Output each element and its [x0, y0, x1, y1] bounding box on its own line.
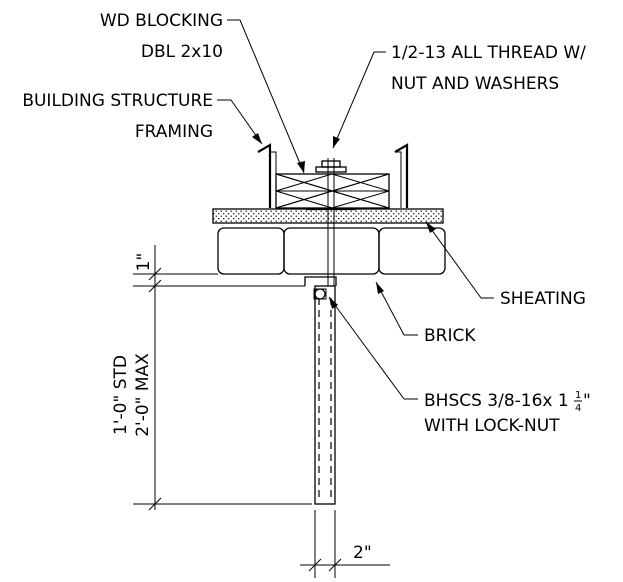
- leader-bhscs: [328, 296, 418, 400]
- building-structure-framing: [257, 143, 409, 208]
- label-all-thread-line2: NUT AND WASHERS: [391, 74, 559, 94]
- label-dbl-2x10: DBL 2x10: [141, 42, 223, 62]
- label-brick: BRICK: [424, 326, 476, 346]
- label-sheating: SHEATING: [500, 289, 586, 309]
- label-bhscs-line1: BHSCS 3/8-16x 1: [424, 391, 569, 411]
- all-thread-rod: [306, 158, 356, 286]
- dimension-hanger-length: [133, 286, 312, 511]
- label-building-structure-line1: BUILDING STRUCTURE: [22, 91, 213, 111]
- leader-wd-blocking: [227, 19, 305, 174]
- leader-sheating: [425, 221, 494, 299]
- label-bhscs-frac-den: 4: [575, 403, 581, 414]
- leader-all-thread: [332, 51, 386, 149]
- dim-std-length: 1'-0" STD: [111, 355, 131, 435]
- label-bhscs-main: BHSCS 3/8-16x 1: [424, 391, 569, 411]
- dim-two-inch: 2": [353, 543, 372, 563]
- label-bhscs-frac-num: 1: [575, 390, 581, 401]
- label-building-structure-line2: FRAMING: [135, 122, 213, 142]
- hanger-bracket: [304, 276, 337, 505]
- leader-brick: [375, 281, 418, 336]
- dim-max-length: 2'-0" MAX: [133, 353, 153, 437]
- label-bhscs-line2: WITH LOCK-NUT: [424, 416, 560, 436]
- leader-building-structure: [217, 99, 263, 145]
- wood-blocking: [275, 173, 390, 209]
- dimension-2-inch: [300, 510, 390, 578]
- label-bhscs-inch: ": [583, 391, 591, 411]
- label-all-thread-line1: 1/2-13 ALL THREAD W/: [391, 43, 586, 63]
- label-wd-blocking: WD BLOCKING: [100, 11, 223, 31]
- brick-course: [217, 227, 446, 275]
- dim-one-inch: 1": [134, 253, 154, 272]
- dimension-1-inch: [133, 245, 305, 293]
